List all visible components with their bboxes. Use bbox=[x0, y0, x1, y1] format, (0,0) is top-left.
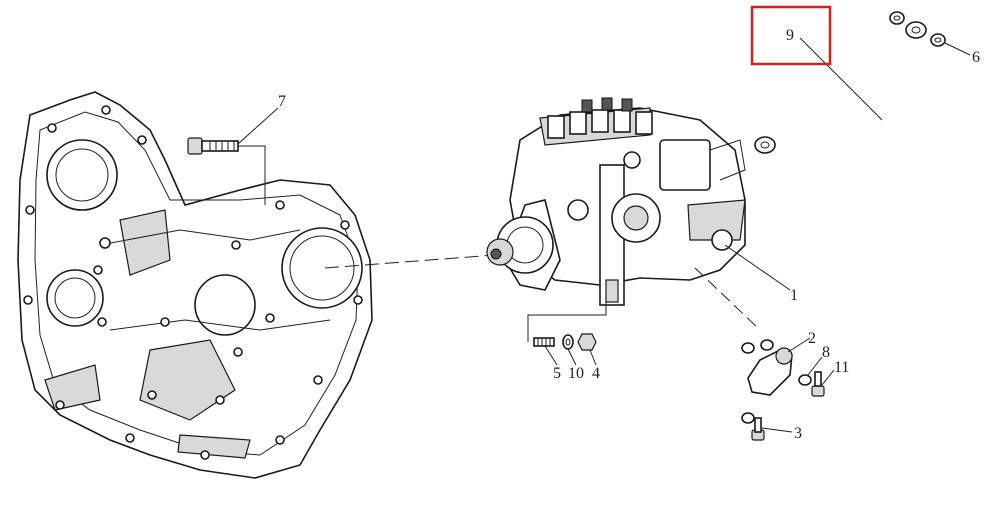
callout-2: 2 bbox=[808, 330, 816, 347]
leader-11 bbox=[821, 369, 835, 386]
cover-bolt-holes bbox=[23, 105, 363, 460]
washers-part-6 bbox=[889, 11, 946, 47]
leader-5 bbox=[544, 345, 558, 366]
leader-4 bbox=[589, 349, 597, 366]
callout-7: 7 bbox=[278, 93, 286, 110]
leader-8 bbox=[807, 356, 823, 376]
assembly-line-7 bbox=[238, 145, 266, 205]
stud-part-5 bbox=[533, 337, 555, 347]
assembly-line-5-10-4 bbox=[527, 302, 607, 342]
bolt-part-3 bbox=[741, 412, 765, 441]
leader-1 bbox=[724, 244, 791, 291]
pump-dash-to-fittings bbox=[694, 267, 761, 331]
leader-7 bbox=[237, 107, 279, 145]
fuel-pipe-part-9 bbox=[752, 21, 927, 189]
nut-part-4 bbox=[577, 333, 597, 351]
callout-11: 11 bbox=[834, 359, 849, 376]
fitting-assembly bbox=[741, 339, 825, 441]
callout-1: 1 bbox=[790, 287, 798, 304]
callout-10: 10 bbox=[568, 365, 584, 382]
delivery-valve-holders bbox=[547, 97, 653, 139]
fuel-injection-pump bbox=[486, 97, 746, 306]
callout-6: 6 bbox=[972, 49, 980, 66]
washer-part-10 bbox=[562, 334, 574, 350]
callout-9: 9 bbox=[786, 27, 794, 44]
leader-3 bbox=[761, 427, 793, 433]
timing-gear-cover bbox=[17, 91, 373, 479]
leader-10 bbox=[567, 348, 577, 366]
leader-9 bbox=[799, 37, 883, 121]
callout-5: 5 bbox=[553, 365, 561, 382]
callout-8: 8 bbox=[822, 344, 830, 361]
bolt-part-7 bbox=[187, 137, 239, 155]
callout-3: 3 bbox=[794, 425, 802, 442]
bolt-part-11 bbox=[811, 371, 825, 397]
leader-6 bbox=[944, 42, 971, 56]
leader-2 bbox=[787, 337, 811, 353]
callout-4: 4 bbox=[592, 365, 600, 382]
highlight-box bbox=[750, 5, 832, 66]
alignment-dash-line bbox=[324, 254, 496, 269]
